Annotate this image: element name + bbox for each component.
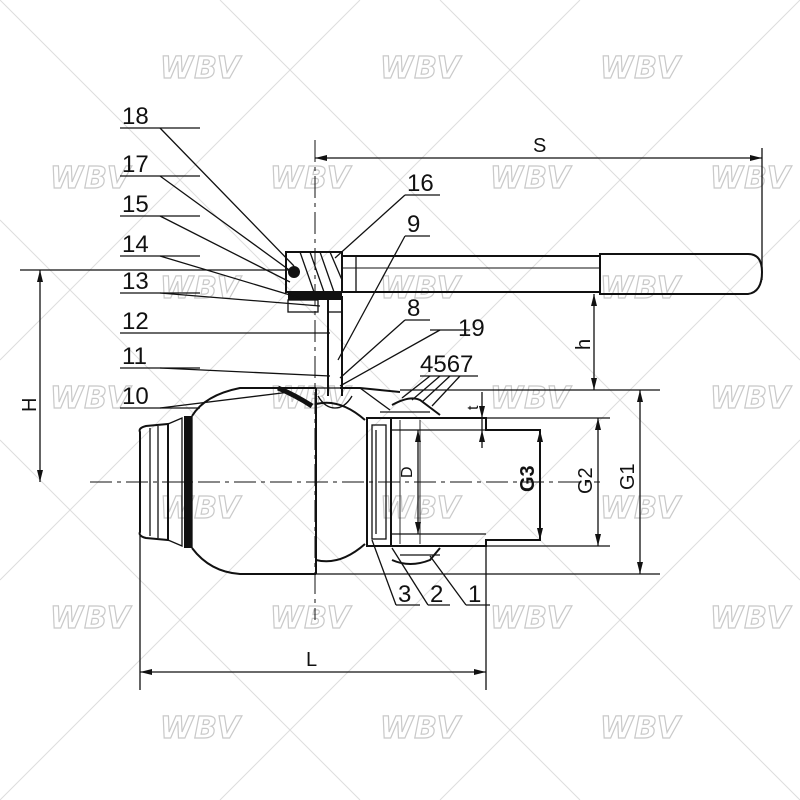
watermark: WBV: [710, 601, 793, 636]
watermark: WBV: [710, 381, 793, 416]
leader-lines: [120, 127, 490, 606]
callout-9: 9: [407, 211, 420, 238]
watermark: WBV: [600, 491, 683, 526]
dim-H: H: [19, 398, 41, 412]
watermark: WBV: [270, 381, 353, 416]
dim-G2: G2: [575, 467, 597, 494]
dimension-labels: S H h L D t G1 G2 G3: [19, 135, 639, 671]
center-lines: [90, 140, 600, 620]
watermark: WBV: [50, 381, 133, 416]
callout-labels: 18 17 15 14 13 12 11 10 16 9 8 19 4567 3…: [122, 103, 485, 608]
watermark: WBV: [160, 711, 243, 746]
watermark: WBV: [50, 161, 133, 196]
watermark: WBV: [160, 271, 243, 306]
watermark: WBV: [490, 161, 573, 196]
dim-D: D: [399, 466, 416, 478]
callout-1: 1: [468, 581, 481, 608]
callout-10: 10: [122, 383, 149, 410]
watermark: WBV: [490, 601, 573, 636]
callout-4567: 4567: [420, 351, 473, 378]
watermark: WBV: [380, 271, 463, 306]
callout-17: 17: [122, 151, 149, 178]
callout-3: 3: [398, 581, 411, 608]
watermark: WBV: [490, 381, 573, 416]
callout-19: 19: [458, 315, 485, 342]
watermark: WBV: [600, 711, 683, 746]
callout-11: 11: [122, 343, 147, 370]
watermark: WBV: [270, 161, 353, 196]
callout-13: 13: [122, 268, 149, 295]
watermark: WBV: [600, 271, 683, 306]
watermark: WBV: [600, 51, 683, 86]
watermark: WBV: [380, 51, 463, 86]
watermark-layer: WBV WBV WBV WBV WBV WBV WBV WBV WBV WBV …: [49, 50, 793, 746]
dim-G3: G3: [517, 465, 539, 492]
callout-16: 16: [407, 170, 434, 197]
dim-h: h: [573, 339, 595, 350]
watermark: WBV: [380, 491, 463, 526]
watermark: WBV: [710, 161, 793, 196]
callout-2: 2: [430, 581, 443, 608]
watermark: WBV: [270, 601, 353, 636]
callout-12: 12: [122, 308, 149, 335]
callout-18: 18: [122, 103, 149, 130]
callout-15: 15: [122, 191, 149, 218]
watermark: WBV: [160, 491, 243, 526]
dim-t: t: [465, 405, 482, 410]
dim-S: S: [533, 135, 546, 157]
dim-G1: G1: [617, 463, 639, 490]
watermark: WBV: [160, 51, 243, 86]
callout-14: 14: [122, 231, 149, 258]
callout-8: 8: [407, 295, 420, 322]
watermark: WBV: [380, 711, 463, 746]
dimension-lines: [20, 148, 763, 690]
dim-L: L: [306, 649, 317, 671]
watermark: WBV: [50, 601, 133, 636]
